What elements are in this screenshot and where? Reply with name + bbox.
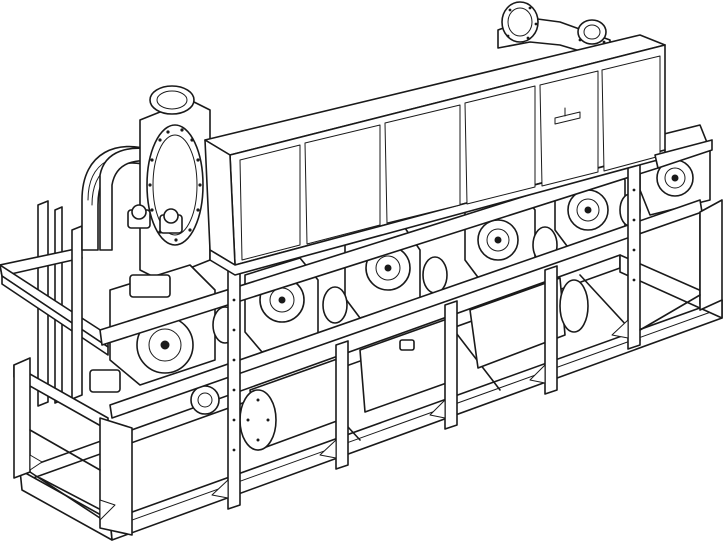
upright-4 (544, 265, 558, 395)
receiver-tanks (89, 277, 589, 451)
panel-door-3 (384, 104, 461, 224)
upright-3 (444, 300, 458, 430)
control-panel (204, 34, 666, 276)
panel-doors (239, 55, 661, 261)
panel-door-6 (601, 55, 661, 172)
panel-door-1 (239, 144, 301, 261)
pump (89, 369, 220, 415)
panel-door-2 (304, 124, 381, 245)
upright-2 (335, 340, 349, 470)
receiver-3 (469, 277, 589, 369)
upright-1 (227, 265, 241, 510)
door-handle-icon (554, 107, 581, 125)
left-end-frame (0, 225, 133, 536)
panel-door-5 (539, 70, 599, 187)
left-header-piping (81, 85, 211, 281)
upper-rear-rail (654, 139, 713, 169)
receiver-1 (239, 357, 346, 451)
panel-door-4 (464, 85, 536, 205)
